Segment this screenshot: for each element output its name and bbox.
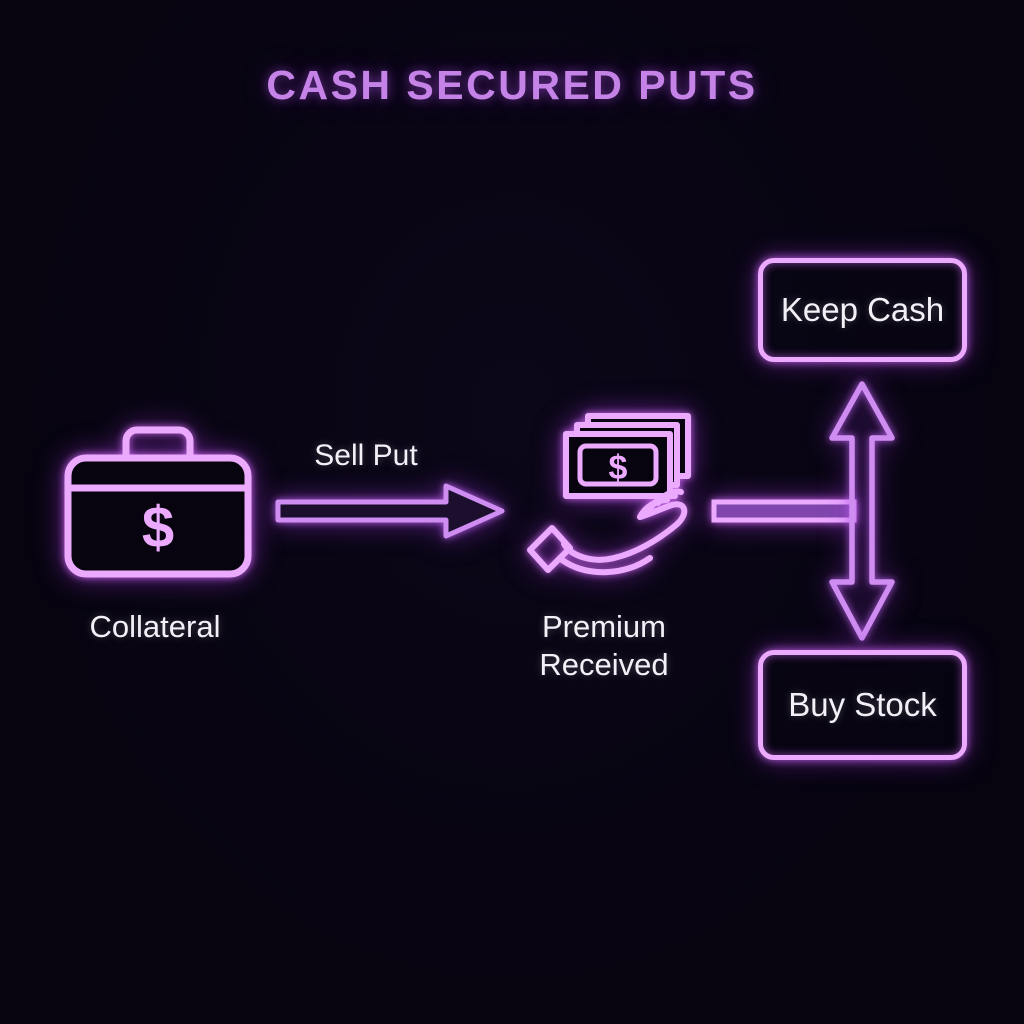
- buy-stock-node: Buy Stock: [758, 650, 967, 760]
- hand-bottom-edge: [559, 555, 653, 576]
- hand-receiving-cash-icon: $: [527, 413, 691, 576]
- keep-cash-label: Keep Cash: [780, 291, 945, 328]
- hand-finger-3: [655, 488, 684, 506]
- keep-cash-node: Keep Cash: [758, 258, 967, 362]
- arrow-right-icon: [275, 483, 505, 539]
- double-arrow-vertical-icon: [829, 381, 895, 641]
- double-arrow-shape: [829, 381, 895, 641]
- briefcase-dollar-icon: $: [64, 426, 252, 578]
- collateral-label: Collateral: [89, 609, 221, 644]
- bill-dollar-sign: $: [609, 449, 628, 487]
- bill-inner-border: [577, 443, 659, 487]
- sell-put-label: Sell Put: [314, 439, 418, 472]
- hand-palm: [561, 501, 688, 563]
- arrow-right-shape: [275, 483, 505, 539]
- page-title: CASH SECURED PUTS: [266, 62, 758, 108]
- premium-label-line2: Received: [539, 647, 669, 682]
- briefcase-dollar-sign: $: [142, 495, 174, 560]
- buy-stock-label: Buy Stock: [788, 686, 937, 723]
- premium-received-label: Premium Received: [484, 608, 724, 684]
- premium-label-line1: Premium: [541, 609, 666, 644]
